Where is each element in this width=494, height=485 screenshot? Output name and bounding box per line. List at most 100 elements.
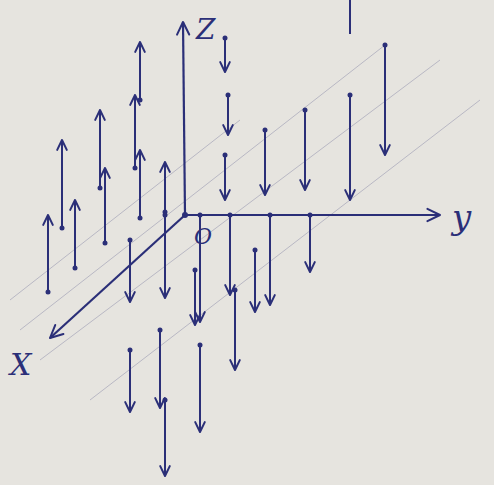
vector-arrowhead [135, 42, 145, 52]
origin-dot [182, 212, 188, 218]
vector-arrow [227, 95, 229, 135]
vector-arrowhead [70, 200, 80, 210]
axis-label: Z [196, 16, 215, 44]
vector-base-dot [223, 36, 228, 41]
vector-arrowhead [305, 262, 315, 272]
vector-arrowhead [260, 185, 270, 195]
vector-arrow [99, 110, 101, 188]
vector-base-dot [98, 186, 103, 191]
vector-base-dot [138, 98, 143, 103]
axis-arrowhead [50, 325, 63, 338]
vector-arrowhead [160, 288, 170, 298]
vector-base-dot [253, 248, 258, 253]
vector-arrow [61, 140, 63, 228]
vector-base-dot [383, 43, 388, 48]
vector-arrowhead [265, 295, 275, 305]
axes [50, 0, 440, 338]
vector-base-dot [263, 128, 268, 133]
vector-base-dot [46, 290, 51, 295]
vector-arrowhead [250, 302, 260, 312]
vector-arrowhead [100, 168, 110, 178]
vector-base-dot [128, 348, 133, 353]
vector-base-dot [128, 238, 133, 243]
vector-base-dot [303, 108, 308, 113]
vector-arrowhead [160, 162, 170, 172]
vector-arrowhead [57, 140, 67, 150]
vector-arrowhead [345, 190, 355, 200]
vector-arrow [139, 42, 141, 100]
vector-arrowhead [380, 145, 390, 155]
axis-arrowhead [427, 209, 440, 221]
vector-arrow [269, 215, 271, 305]
vector-arrow [384, 45, 386, 155]
vector-arrow [254, 250, 256, 312]
vector-arrow [104, 168, 106, 243]
vector-base-dot [133, 166, 138, 171]
vector-base-dot [198, 343, 203, 348]
vector-arrow [164, 400, 166, 476]
vector-arrow [164, 162, 166, 212]
vector-arrow [234, 290, 236, 370]
vector-base-dot [138, 216, 143, 221]
guide-line [10, 120, 240, 300]
guide-line [20, 45, 385, 330]
vector-arrow [349, 95, 351, 200]
vector-arrowhead [220, 62, 230, 72]
vector-base-dot [268, 213, 273, 218]
vector-arrow [309, 215, 311, 272]
vector-base-dot [60, 226, 65, 231]
vector-arrow [224, 155, 226, 200]
vector-arrowhead [43, 215, 53, 225]
vector-base-dot [198, 213, 203, 218]
vector-arrow [139, 150, 141, 218]
vector-base-dot [226, 93, 231, 98]
vector-arrow [47, 215, 49, 292]
vector-arrowhead [190, 315, 200, 325]
axis-line [183, 22, 185, 215]
vector-arrow [199, 345, 201, 432]
vector-arrowhead [160, 466, 170, 476]
vector-arrow [134, 95, 136, 168]
axis-arrowhead [177, 22, 189, 35]
vector-base-dot [163, 213, 168, 218]
vector-arrow [304, 110, 306, 190]
guide-line [40, 60, 440, 360]
vector-base-dot [348, 93, 353, 98]
vector-arrow [129, 350, 131, 412]
vector-arrowhead [300, 180, 310, 190]
vector-arrow [224, 38, 226, 72]
vector-base-dot [308, 213, 313, 218]
vector-arrowhead [230, 360, 240, 370]
vector-arrowhead [95, 110, 105, 120]
vector-arrowhead [135, 150, 145, 160]
vector-arrow [159, 330, 161, 408]
vector-arrowhead [220, 190, 230, 200]
guide-line [90, 100, 480, 400]
vector-base-dot [103, 241, 108, 246]
axis-label: y [452, 200, 471, 234]
vector-arrow [229, 215, 231, 295]
axis-line [50, 215, 185, 338]
vector-base-dot [158, 328, 163, 333]
vector-arrowhead [223, 125, 233, 135]
vector-base-dot [163, 398, 168, 403]
vector-arrowhead [125, 402, 135, 412]
vector-arrowhead [125, 292, 135, 302]
vector-base-dot [193, 268, 198, 273]
origin-label: O [194, 226, 212, 248]
axis-label: X [10, 350, 31, 380]
vector-arrow [129, 240, 131, 302]
stroke-mark [349, 0, 351, 34]
vector-arrow [164, 215, 166, 298]
vector-arrow [74, 200, 76, 268]
vector-base-dot [228, 213, 233, 218]
vector-arrow [194, 270, 196, 325]
field-vectors [43, 36, 390, 477]
vector-arrowhead [195, 422, 205, 432]
vector-base-dot [233, 288, 238, 293]
vector-arrow [264, 130, 266, 195]
vector-base-dot [73, 266, 78, 271]
vector-base-dot [223, 153, 228, 158]
